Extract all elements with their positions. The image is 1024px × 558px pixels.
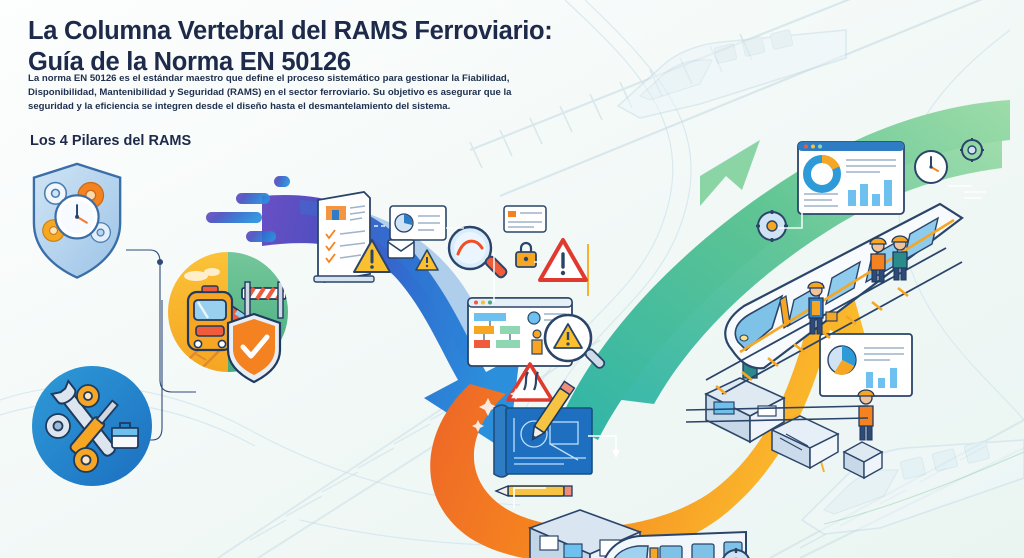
intro-paragraph: La norma EN 50126 es el estándar maestro…	[28, 73, 512, 112]
pillar-connectors	[126, 249, 196, 441]
phase2b-artwork	[685, 333, 913, 480]
pillars-heading: Los 4 Pilares del RAMS	[30, 133, 192, 149]
wrench-screwdriver-gears-icon	[32, 366, 152, 486]
page-title: La Columna Vertebral del RAMS Ferroviari…	[28, 17, 553, 77]
gear-icon	[722, 548, 750, 558]
train-barrier-shield-check-icon	[168, 252, 288, 384]
document-checklist-icon	[313, 191, 375, 283]
machinery-icon	[704, 377, 786, 444]
factory-workstation-icon	[527, 509, 643, 558]
phase3-artwork	[705, 138, 986, 396]
ghost-train-icon	[616, 29, 847, 119]
envelope-icon	[387, 239, 415, 259]
pie-chart-window-icon	[389, 205, 447, 241]
clock-icon	[914, 150, 948, 184]
shield-gears-clock-icon	[32, 162, 122, 279]
slippery-road-sign-icon	[506, 362, 554, 402]
danger-triangle-icon	[538, 238, 588, 282]
pencil-icon	[531, 380, 576, 441]
dashboard-chart-icon	[819, 333, 913, 397]
warning-triangle-icon	[353, 239, 391, 273]
browser-flow-icon	[467, 297, 573, 367]
phase3-arrow	[560, 100, 1010, 440]
phase1-artwork	[313, 191, 606, 402]
magnifier-icon	[447, 225, 508, 279]
blueprint-icon	[493, 404, 593, 478]
phase2-artwork	[472, 380, 750, 558]
maintenance-workers-icon	[869, 235, 909, 283]
dashboard-analytics-icon	[797, 141, 905, 215]
lock-icon	[515, 241, 537, 268]
